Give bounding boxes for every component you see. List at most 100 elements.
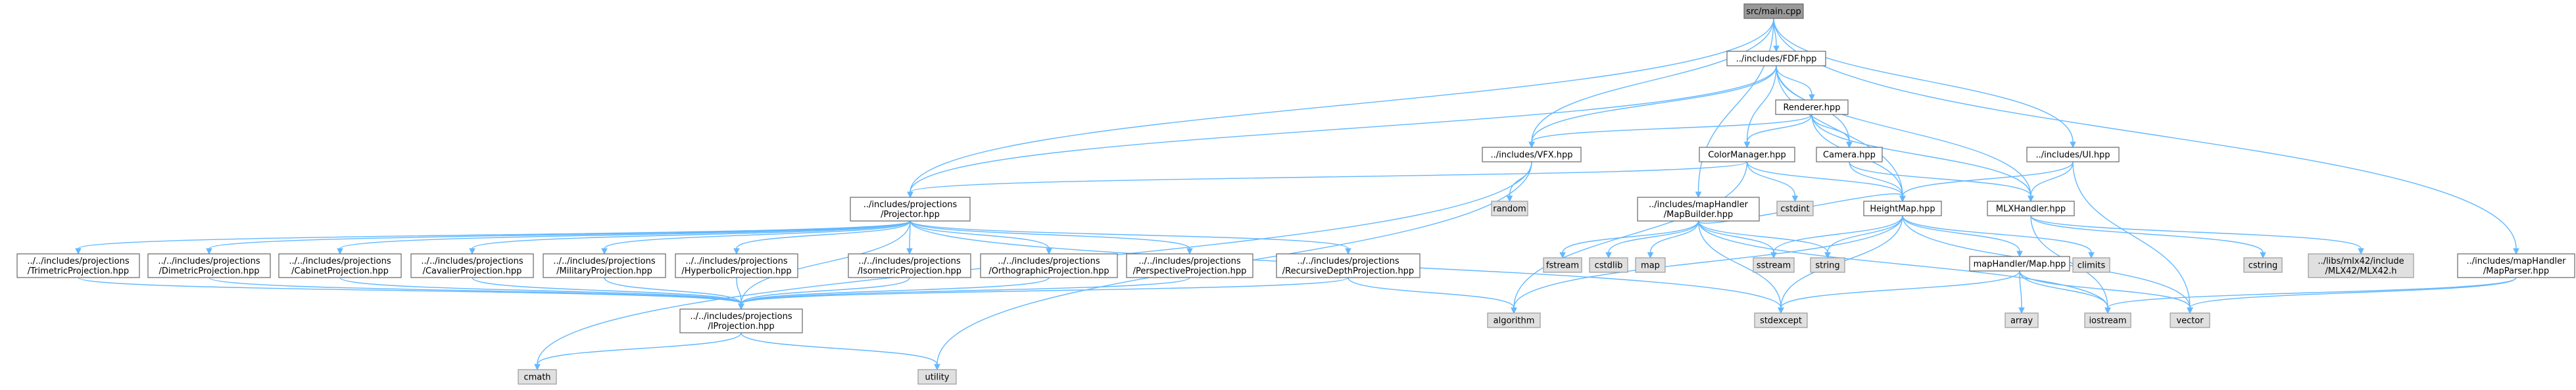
node-label: string [1815, 261, 1839, 271]
node-label: ../../includes/projections [998, 256, 1100, 266]
node-label: fstream [1546, 261, 1579, 271]
node-heightmap[interactable]: HeightMap.hpp [1863, 201, 1942, 216]
node-label: src/main.cpp [1746, 7, 1801, 17]
edge-renderer-to-vfx [1528, 114, 1812, 149]
node-label: ../includes/mapHandler [2467, 256, 2567, 266]
node-cstdint[interactable]: cstdint [1776, 201, 1814, 216]
node-box [1487, 312, 1541, 328]
node-label: ../../includes/projections [553, 256, 655, 266]
node-recursive[interactable]: ../../includes/projections/RecursiveDept… [1276, 253, 1421, 278]
node-ui[interactable]: ../includes/UI.hpp [2026, 147, 2120, 162]
node-box [1635, 257, 1666, 273]
edges-layer [75, 18, 2519, 371]
node-projector[interactable]: ../includes/projections/Projector.hpp [850, 197, 971, 222]
node-label: random [1493, 205, 1526, 214]
edge-main-to-ui [1773, 18, 2076, 149]
node-fdf[interactable]: ../includes/FDF.hpp [1726, 51, 1826, 66]
edge-projector-to-cavalier [469, 220, 911, 255]
node-box [1276, 253, 1421, 278]
node-label: cmath [523, 373, 550, 383]
node-iprojection[interactable]: ../../includes/projections/IProjection.h… [679, 308, 803, 333]
node-mapparser[interactable]: ../includes/mapHandler/MapParser.hpp [2457, 253, 2575, 278]
node-box [1754, 312, 1808, 328]
node-array[interactable]: array [2005, 312, 2039, 328]
node-label: cstdlib [1595, 261, 1623, 271]
edge-heightmap-to-mapmap [1902, 215, 2023, 258]
edge-fdf-to-renderer [1776, 65, 1815, 101]
node-label: /IsometricProjection.hpp [858, 266, 961, 276]
node-box [543, 253, 666, 278]
edge-mapbuilder-to-fstream [1559, 220, 1699, 259]
edge-mapmap-to-vector [2019, 270, 2193, 314]
node-vfx[interactable]: ../includes/VFX.hpp [1482, 147, 1582, 162]
node-label: array [2010, 316, 2033, 326]
edge-ui-to-mlxhandler [2028, 161, 2074, 203]
edge-fdf-to-mlxhandler [1776, 65, 2034, 203]
node-box [1816, 147, 1883, 162]
node-sstream[interactable]: sstream [1753, 257, 1795, 273]
edge-mapmap-to-iostream [2019, 270, 2111, 314]
node-stdexcept[interactable]: stdexcept [1754, 312, 1808, 328]
node-dimetric[interactable]: ../../includes/projections/DimetricProje… [147, 253, 271, 278]
edge-mapbuilder-to-sstream [1697, 220, 1777, 259]
node-cstdlib[interactable]: cstdlib [1589, 257, 1628, 273]
node-orthographic[interactable]: ../../includes/projections/OrthographicP… [980, 253, 1118, 278]
edge-main-to-vfx [1528, 18, 1774, 149]
node-climits[interactable]: climits [2072, 257, 2110, 273]
node-box [1126, 253, 1253, 278]
node-renderer[interactable]: Renderer.hpp [1775, 99, 1849, 115]
node-box [518, 369, 557, 385]
node-box [2005, 312, 2039, 328]
node-trimetric[interactable]: ../../includes/projections/TrimetricProj… [16, 253, 140, 278]
node-label: ../../includes/projections [690, 312, 792, 322]
node-main[interactable]: src/main.cpp [1743, 3, 1804, 19]
node-colormgr[interactable]: ColorManager.hpp [1699, 147, 1795, 162]
node-string[interactable]: string [1810, 257, 1845, 273]
edge-mapbuilder-to-cstdlib [1605, 220, 1699, 259]
node-mlx42[interactable]: ../libs/mlx42/include/MLX42/MLX42.h [2308, 253, 2414, 278]
node-algorithm[interactable]: algorithm [1487, 312, 1541, 328]
node-box [1699, 147, 1795, 162]
edge-recursive-to-iprojection [738, 277, 1349, 310]
nodes-layer: src/main.cpp ../includes/FDF.hppRenderer.… [16, 3, 2575, 385]
node-random[interactable]: random [1491, 201, 1528, 216]
edge-colormgr-to-cstdint [1746, 161, 1799, 203]
node-hyperbolic[interactable]: ../../includes/projections/HyperbolicPro… [675, 253, 798, 278]
node-cavalier[interactable]: ../../includes/projections/CavalierProje… [410, 253, 534, 278]
node-cstring[interactable]: cstring [2243, 257, 2283, 273]
node-cabinet[interactable]: ../../includes/projections/CabinetProjec… [278, 253, 402, 278]
node-isometric[interactable]: ../../includes/projections/IsometricProj… [848, 253, 971, 278]
node-box [147, 253, 271, 278]
node-perspective[interactable]: ../../includes/projections/PerspectivePr… [1126, 253, 1253, 278]
edge-main-to-mapparser [1773, 18, 2519, 255]
node-vector[interactable]: vector [2170, 312, 2210, 328]
node-mlxhandler[interactable]: MLXHandler.hpp [1987, 201, 2075, 216]
node-label: utility [925, 373, 950, 383]
node-camera[interactable]: Camera.hpp [1816, 147, 1883, 162]
edge-colormgr-to-heightmap [1746, 161, 1906, 203]
node-box [1482, 147, 1582, 162]
node-label: mapHandler/Map.hpp [1974, 260, 2066, 270]
node-label: Renderer.hpp [1783, 103, 1840, 113]
node-box [2170, 312, 2210, 328]
edge-projector-to-dimetric [206, 220, 911, 255]
node-mapmap[interactable]: mapHandler/Map.hpp [1969, 256, 2070, 272]
node-mapbuilder[interactable]: ../includes/mapHandler/MapBuilder.hpp [1637, 197, 1760, 222]
edge-projector-to-hyperbolic [733, 220, 911, 255]
edge-mapmap-to-array [2018, 270, 2025, 314]
node-utility[interactable]: utility [917, 369, 957, 385]
node-fstream[interactable]: fstream [1543, 257, 1582, 273]
node-map[interactable]: map [1635, 257, 1666, 273]
node-label: ../libs/mlx42/include [2318, 256, 2404, 266]
node-iostream[interactable]: iostream [2084, 312, 2131, 328]
node-label: ../../includes/projections [27, 256, 129, 266]
node-label: /CabinetProjection.hpp [291, 266, 389, 276]
node-box [2026, 147, 2120, 162]
node-label: /MapParser.hpp [2483, 266, 2549, 276]
node-military[interactable]: ../../includes/projections/MilitaryProje… [543, 253, 666, 278]
node-cmath[interactable]: cmath [518, 369, 557, 385]
node-box [1753, 257, 1795, 273]
node-label: ../../includes/projections [158, 256, 260, 266]
edge-mapbuilder-to-map [1647, 220, 1699, 259]
